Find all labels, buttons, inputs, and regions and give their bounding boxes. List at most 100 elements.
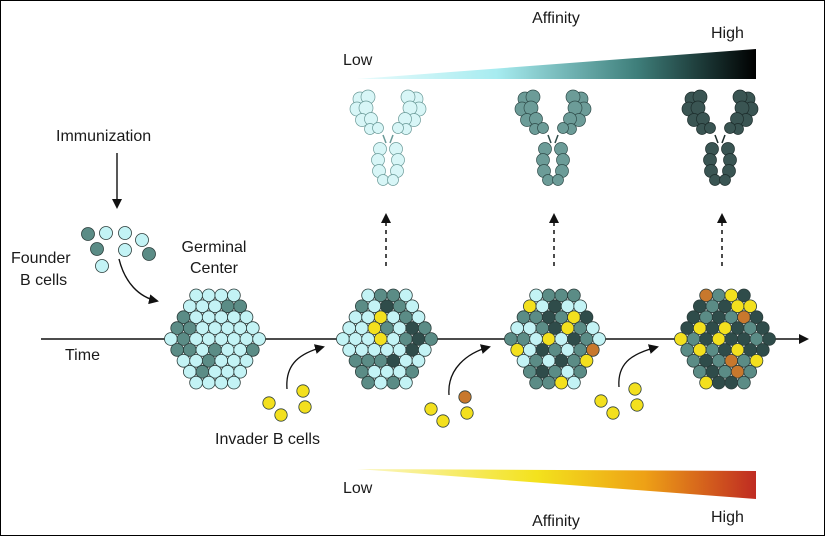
high-label-top: High [711, 25, 744, 42]
antibody-row [349, 89, 759, 186]
gc-cell [762, 332, 776, 346]
immunization-group: Immunization [56, 128, 151, 209]
invader-cell [630, 398, 644, 412]
gc-cell [585, 343, 600, 357]
founder-cell [142, 247, 156, 261]
founder-cell [118, 243, 132, 257]
antibody-domain [542, 174, 554, 186]
affinity-label-bottom: Affinity [532, 513, 580, 530]
gc-cell [424, 332, 438, 346]
founder-curved-arrow [118, 258, 159, 305]
antibody-domain [724, 122, 736, 134]
founder-b-cells: Founder B cells [11, 226, 159, 305]
gc-cell [405, 299, 420, 314]
founder-cell [99, 226, 113, 240]
antibody-low [349, 89, 427, 186]
gc-cell [227, 288, 241, 303]
germinal-center-label-line2: Center [190, 260, 239, 277]
invader-group-3 [594, 344, 659, 420]
gc-cell [724, 375, 739, 390]
high-label-bottom: High [711, 509, 744, 526]
germinal-center-founder [164, 288, 266, 390]
invader-arrow [618, 344, 659, 388]
low-label-bottom: Low [343, 480, 373, 497]
invader-arrow [448, 344, 491, 396]
gc-cell [214, 375, 229, 390]
gc-cell [201, 375, 216, 390]
gc-cell [755, 321, 770, 335]
time-label: Time [65, 347, 100, 364]
invader-cell [274, 408, 288, 422]
gc-cell [699, 375, 713, 390]
gc-cell [755, 343, 770, 357]
gc-cell [252, 332, 266, 346]
founder-cell [118, 226, 132, 240]
gc-cell [386, 375, 401, 390]
dashed-arrows [381, 213, 727, 266]
gc-cell [233, 364, 248, 379]
gc-cell [233, 299, 248, 314]
gc-cell [737, 375, 751, 390]
antibody-domain [557, 122, 569, 134]
founder-label-line1: Founder [11, 250, 71, 267]
gc-cell [239, 310, 254, 325]
antibody-domain [377, 174, 389, 186]
affinity-gradient-cyan-black [357, 49, 756, 79]
founder-cell [90, 242, 104, 256]
antibody-domain [392, 122, 404, 134]
invader-b-cells [262, 344, 659, 428]
gc-cell [567, 375, 581, 390]
antibody-domain [537, 122, 549, 134]
gc-cell [554, 375, 569, 390]
founder-label-line2: B cells [20, 272, 67, 289]
invader-cell [296, 384, 310, 398]
invader-label: Invader B cells [215, 431, 320, 448]
antibody-mid [514, 89, 592, 186]
affinity-scale-top: Affinity Low High [343, 10, 756, 79]
antibody-domain [704, 122, 716, 134]
gc-cell [749, 353, 764, 368]
germinal-center-late [674, 288, 776, 390]
gc-cell [592, 332, 606, 346]
invader-cell [424, 402, 438, 416]
germinal-center-mid [504, 288, 606, 390]
gc-cell [246, 343, 260, 357]
invader-cell [436, 414, 450, 428]
antibody-domain [387, 174, 399, 186]
gc-cell [573, 364, 587, 379]
germinal-center-label-line1: Germinal [182, 239, 247, 256]
antibody-high [681, 89, 759, 186]
gc-cell [711, 375, 726, 390]
gc-cell [567, 288, 581, 303]
gc-cell [189, 375, 203, 390]
gc-cell [743, 364, 757, 379]
affinity-label-top: Affinity [532, 10, 580, 27]
antibody-hinge [382, 134, 394, 144]
invader-cell [606, 406, 620, 420]
gc-cell [239, 353, 254, 368]
gc-cell [246, 321, 260, 335]
gc-cell [417, 343, 432, 357]
founder-cell [135, 233, 149, 247]
gc-cell [579, 310, 594, 325]
gc-cell [405, 364, 420, 379]
gc-cell [417, 321, 432, 335]
gc-cell [541, 375, 556, 390]
invader-cell [298, 400, 312, 414]
gc-cell [399, 375, 413, 390]
immunization-label: Immunization [56, 128, 151, 145]
invader-group-2 [424, 344, 491, 428]
antibody-hinge [547, 134, 559, 144]
gc-cell [737, 288, 751, 303]
germinal-centers [164, 288, 776, 390]
founder-cell [81, 227, 95, 241]
antibody-domain [372, 122, 384, 134]
invader-cell [262, 396, 276, 410]
antibody-domain [719, 174, 731, 186]
antibody-domain [552, 174, 564, 186]
gc-cell [585, 321, 600, 335]
gc-cell [529, 375, 543, 390]
antibody-domain [709, 174, 721, 186]
